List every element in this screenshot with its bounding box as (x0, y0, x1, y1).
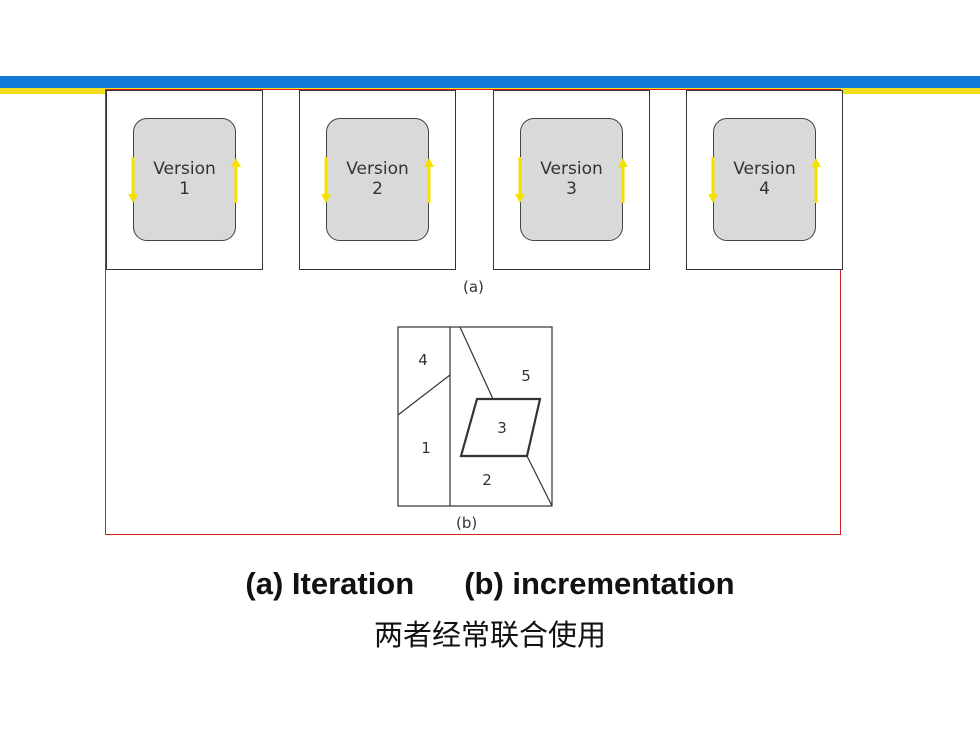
down-arrowhead-icon (708, 194, 718, 203)
header-stripe-blue (0, 76, 980, 88)
increment-label-4: 4 (418, 351, 428, 369)
version-label-4: Version 4 (714, 159, 815, 199)
iteration-arrows-2 (321, 157, 434, 203)
up-arrowhead-icon (618, 158, 628, 167)
slide-title: (a) Iteration (b) incrementation (0, 566, 980, 602)
version-number-1: 1 (179, 179, 190, 199)
version-word-1: Version (153, 159, 216, 179)
increment-divider-lower (526, 455, 553, 507)
increment-3-shape (459, 397, 542, 458)
up-arrowhead-icon (424, 158, 434, 167)
version-label-2: Version 2 (327, 159, 428, 199)
version-number-3: 3 (566, 179, 577, 199)
increment-label-1: 1 (421, 439, 431, 457)
version-label-3: Version 3 (521, 159, 622, 199)
title-incrementation: (b) incrementation (464, 566, 735, 601)
increment-divider-left (397, 374, 451, 416)
version-box-4: Version 4 (713, 118, 816, 241)
increment-label-2: 2 (482, 471, 492, 489)
version-number-4: 4 (759, 179, 770, 199)
version-word-2: Version (346, 159, 409, 179)
iteration-arrows-4 (708, 157, 821, 203)
increment-label-3: 3 (497, 419, 507, 437)
iteration-panel-4: Version 4 (686, 90, 843, 270)
version-word-4: Version (733, 159, 796, 179)
up-arrowhead-icon (811, 158, 821, 167)
version-label-1: Version 1 (134, 159, 235, 199)
iteration-arrows-1 (128, 157, 241, 203)
title-iteration: (a) Iteration (245, 566, 415, 601)
caption-incrementation: (b) (456, 514, 478, 532)
iteration-panel-1: Version 1 (106, 90, 263, 270)
up-arrowhead-icon (231, 158, 241, 167)
down-arrowhead-icon (321, 194, 331, 203)
down-arrowhead-icon (128, 194, 138, 203)
iteration-panel-2: Version 2 (299, 90, 456, 270)
slide-subtitle: 两者经常联合使用 (373, 618, 606, 652)
iteration-arrows-3 (515, 157, 628, 203)
version-number-2: 2 (372, 179, 383, 199)
figure-frame: Version 1 Version 2 Vers (105, 89, 843, 535)
incrementation-diagram: 4 5 3 1 2 (397, 326, 553, 507)
version-box-3: Version 3 (520, 118, 623, 241)
increment-outline (397, 326, 553, 507)
increment-label-5: 5 (521, 367, 531, 385)
iteration-panel-3: Version 3 (493, 90, 650, 270)
caption-iteration: (a) (463, 278, 484, 296)
version-box-1: Version 1 (133, 118, 236, 241)
increment-divider-upper (459, 326, 494, 400)
down-arrowhead-icon (515, 194, 525, 203)
version-word-3: Version (540, 159, 603, 179)
